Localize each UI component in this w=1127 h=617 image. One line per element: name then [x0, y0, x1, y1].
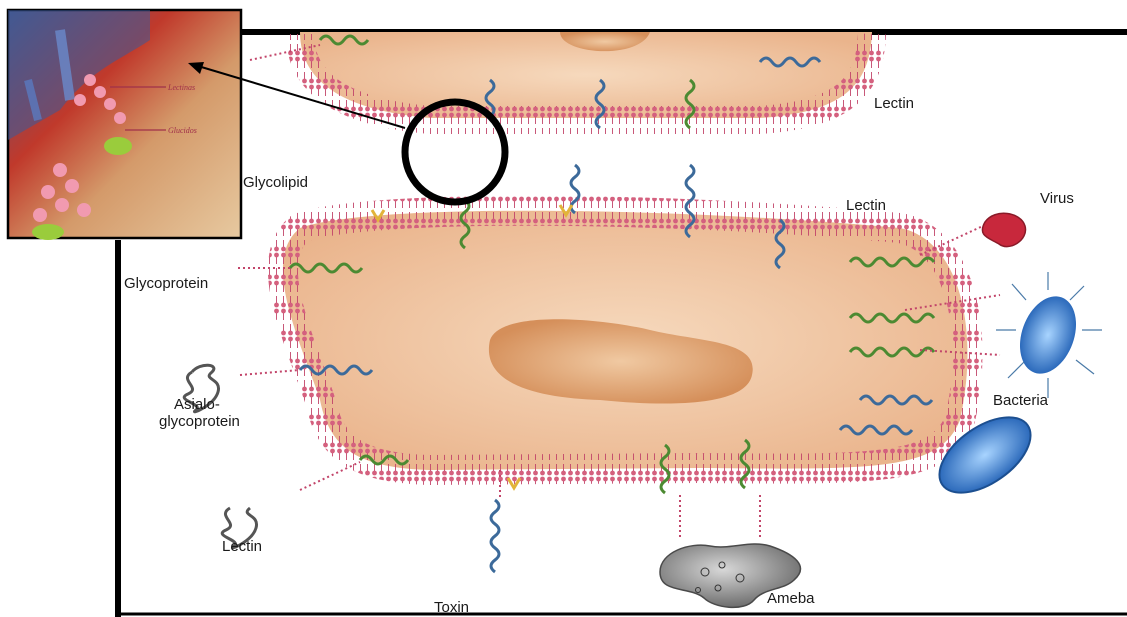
label-toxin: Toxin [434, 599, 469, 616]
inset-label-glucidos: Glucidos [168, 126, 197, 135]
inset-label-lectinas: Lectinas [167, 83, 195, 92]
label-lectin-mid: Lectin [846, 197, 886, 214]
label-lectin-top: Lectin [874, 95, 914, 112]
label-ameba: Ameba [767, 590, 815, 607]
label-glycoprotein: Glycoprotein [124, 275, 208, 292]
label-lectin-bottom: Lectin [222, 538, 262, 555]
top-cell [300, 32, 872, 120]
bacteria-spiky [996, 272, 1102, 398]
inset-panel: Lectinas Glucidos [8, 10, 241, 240]
virus-shape [982, 213, 1025, 246]
label-glycolipid: Glycolipid [243, 174, 308, 191]
label-asialo-2: glycoprotein [159, 413, 240, 430]
label-bacteria: Bacteria [993, 392, 1049, 409]
label-asialo-1: Asialo- [174, 396, 220, 413]
label-virus: Virus [1040, 190, 1074, 207]
